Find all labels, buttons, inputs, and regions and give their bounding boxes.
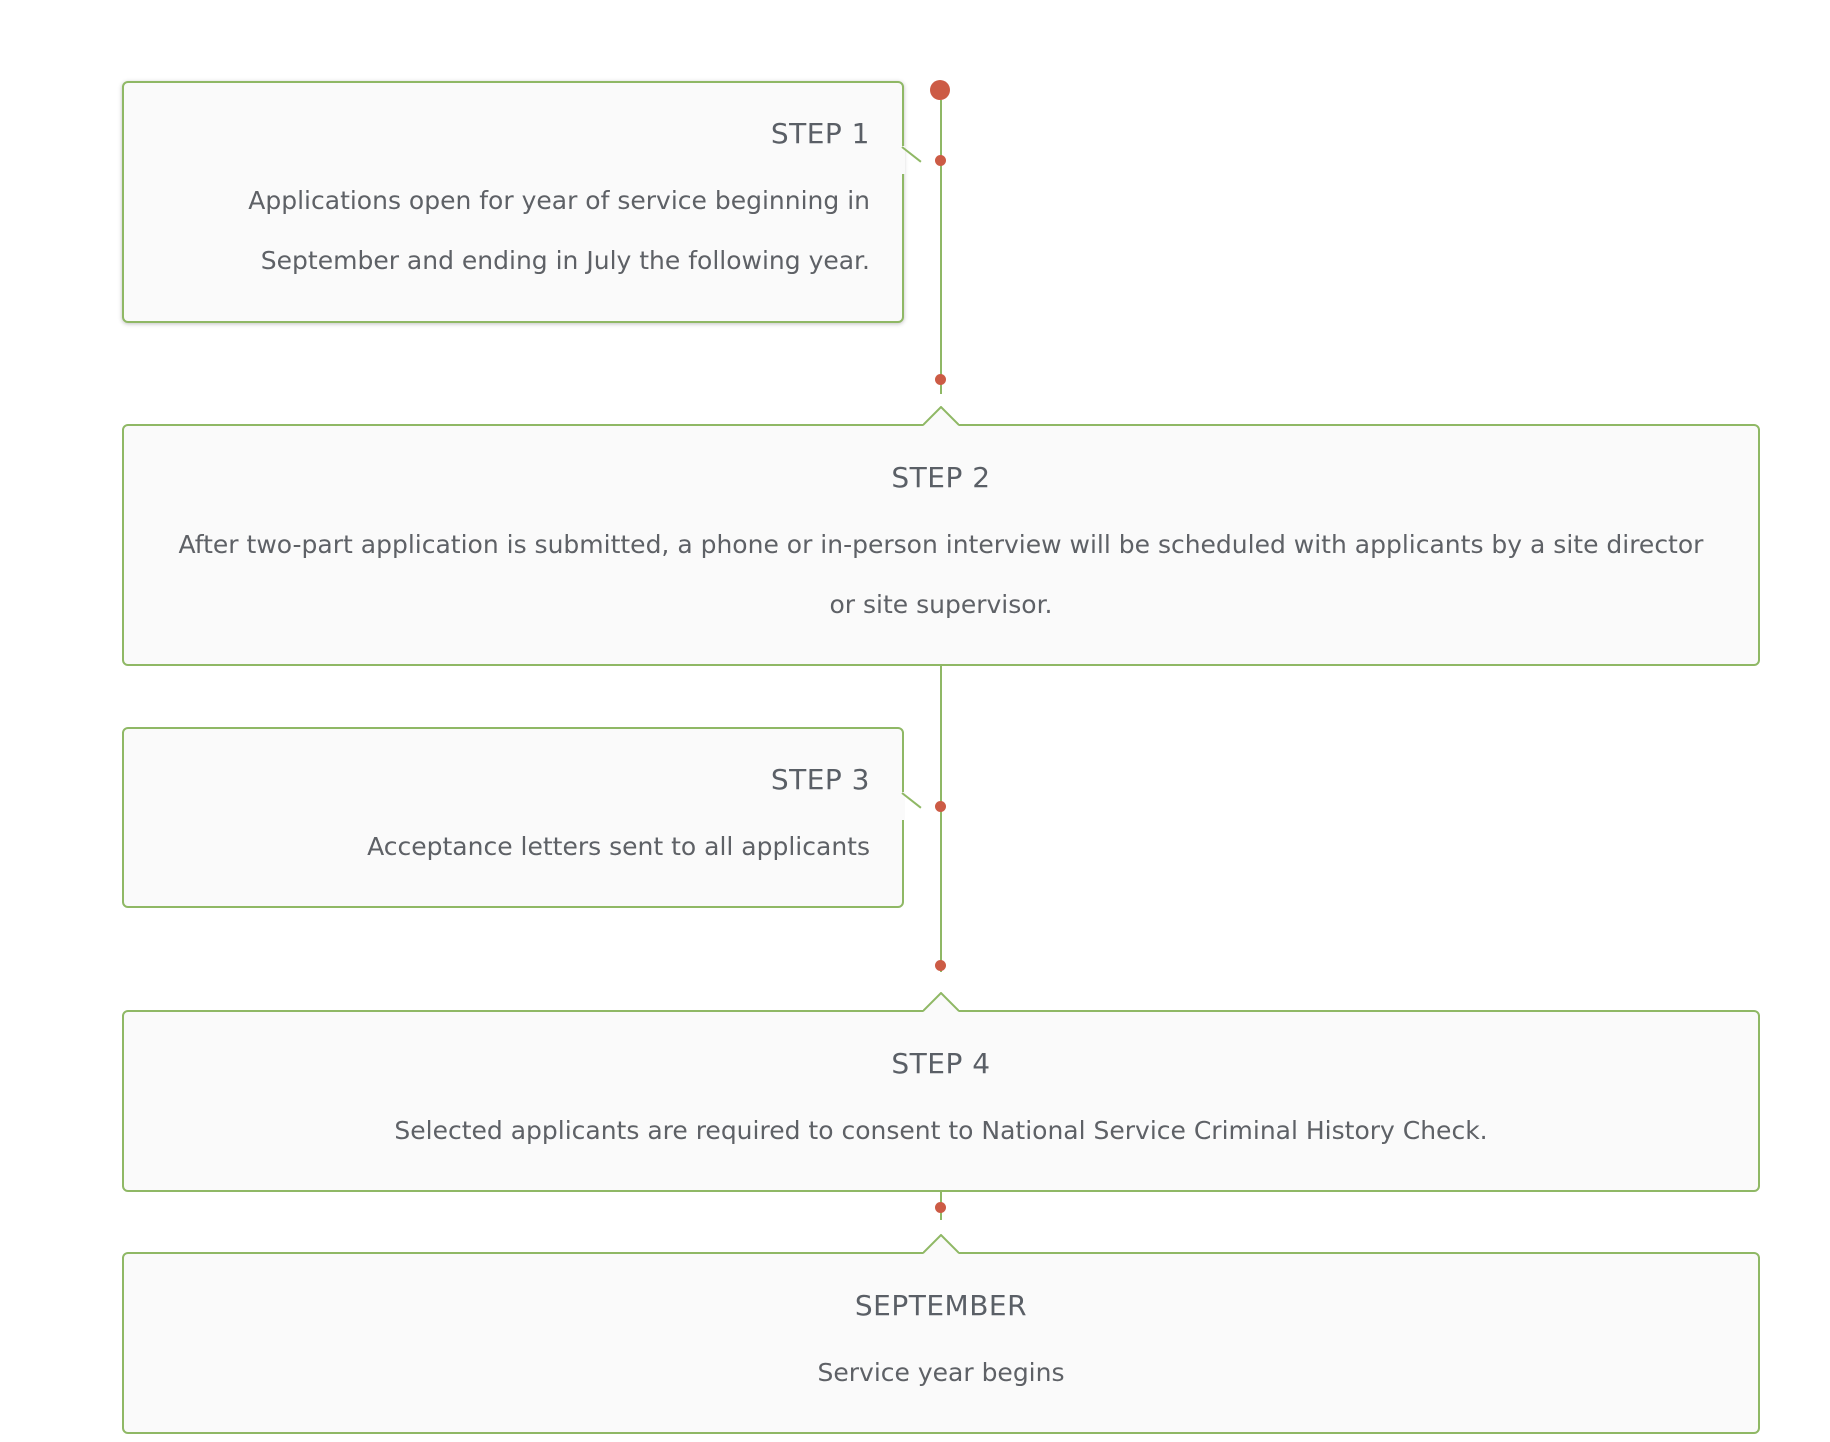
- timeline-card-step-2: STEP 2 After two-part application is sub…: [122, 424, 1760, 666]
- timeline-card-step-3: STEP 3 Acceptance letters sent to all ap…: [122, 727, 904, 908]
- timeline-card-september: SEPTEMBER Service year begins: [122, 1252, 1760, 1434]
- step-description: Service year begins: [817, 1358, 1065, 1387]
- step-title: STEP 3: [770, 763, 870, 796]
- timeline-dot: [935, 960, 946, 971]
- timeline-dot: [935, 801, 946, 812]
- card-pointer-gap: [901, 792, 905, 820]
- step-title: STEP 4: [891, 1047, 991, 1080]
- card-pointer-gap: [901, 146, 905, 174]
- step-description: Applications open for year of service be…: [248, 186, 870, 275]
- step-description: After two-part application is submitted,…: [178, 530, 1704, 619]
- step-description: Acceptance letters sent to all applicant…: [367, 832, 870, 861]
- step-title: STEP 1: [770, 117, 870, 150]
- card-notch: [923, 992, 959, 1012]
- timeline-line: [940, 100, 942, 394]
- step-description: Selected applicants are required to cons…: [394, 1116, 1488, 1145]
- timeline-card-step-4: STEP 4 Selected applicants are required …: [122, 1010, 1760, 1192]
- step-title: SEPTEMBER: [854, 1289, 1028, 1322]
- card-notch: [923, 406, 959, 426]
- timeline-dot: [935, 374, 946, 385]
- timeline-dot: [935, 155, 946, 166]
- timeline-line: [940, 666, 942, 972]
- step-title: STEP 2: [891, 461, 991, 494]
- card-notch: [923, 1234, 959, 1254]
- timeline-dot: [935, 1202, 946, 1213]
- timeline-card-step-1: STEP 1 Applications open for year of ser…: [122, 81, 904, 323]
- timeline-start-dot: [930, 80, 950, 100]
